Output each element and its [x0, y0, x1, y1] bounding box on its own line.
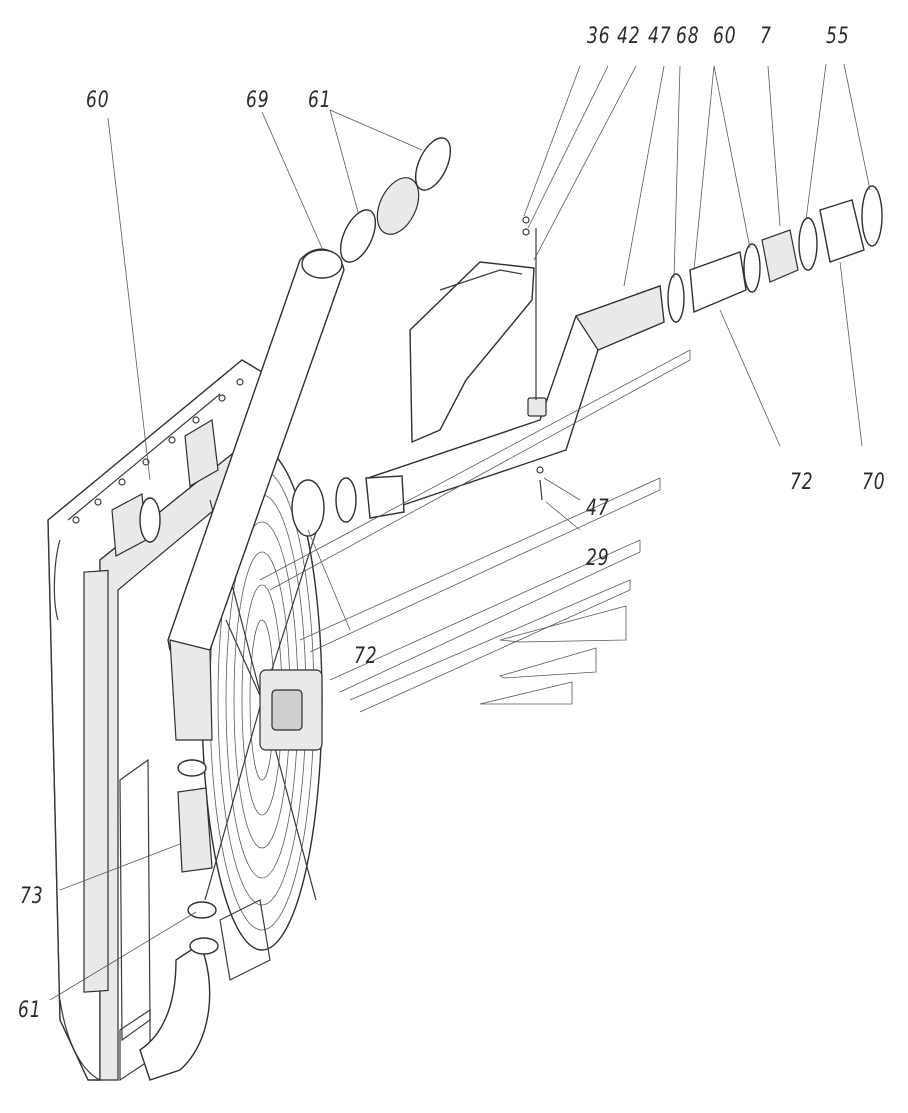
callout-55: 55	[826, 24, 850, 49]
pipe-components-right	[667, 185, 883, 323]
callout-7: 7	[760, 24, 772, 49]
top-clamps-61	[339, 137, 452, 263]
callout-73: 73	[20, 884, 44, 909]
air-duct	[366, 216, 665, 507]
callout-47-top: 47	[648, 24, 672, 49]
callout-68: 68	[676, 24, 700, 49]
callout-72-right: 72	[790, 470, 814, 495]
callout-29: 29	[586, 546, 610, 571]
radiator-frame	[47, 359, 263, 1082]
callout-61-top: 61	[308, 88, 332, 113]
callout-47-mid: 47	[586, 496, 610, 521]
callout-61-bottom: 61	[18, 998, 42, 1023]
callout-72-mid: 72	[354, 644, 378, 669]
callout-36: 36	[587, 24, 611, 49]
callout-70: 70	[862, 470, 886, 495]
callout-42: 42	[617, 24, 641, 49]
callout-60-left: 60	[86, 88, 110, 113]
guide-lines	[259, 349, 691, 713]
leader-lines	[49, 63, 871, 1001]
lower-hoses	[139, 759, 219, 1081]
mid-connections	[139, 475, 405, 543]
upper-hose-69	[167, 248, 345, 741]
callout-69: 69	[246, 88, 270, 113]
callout-60-right: 60	[713, 24, 737, 49]
